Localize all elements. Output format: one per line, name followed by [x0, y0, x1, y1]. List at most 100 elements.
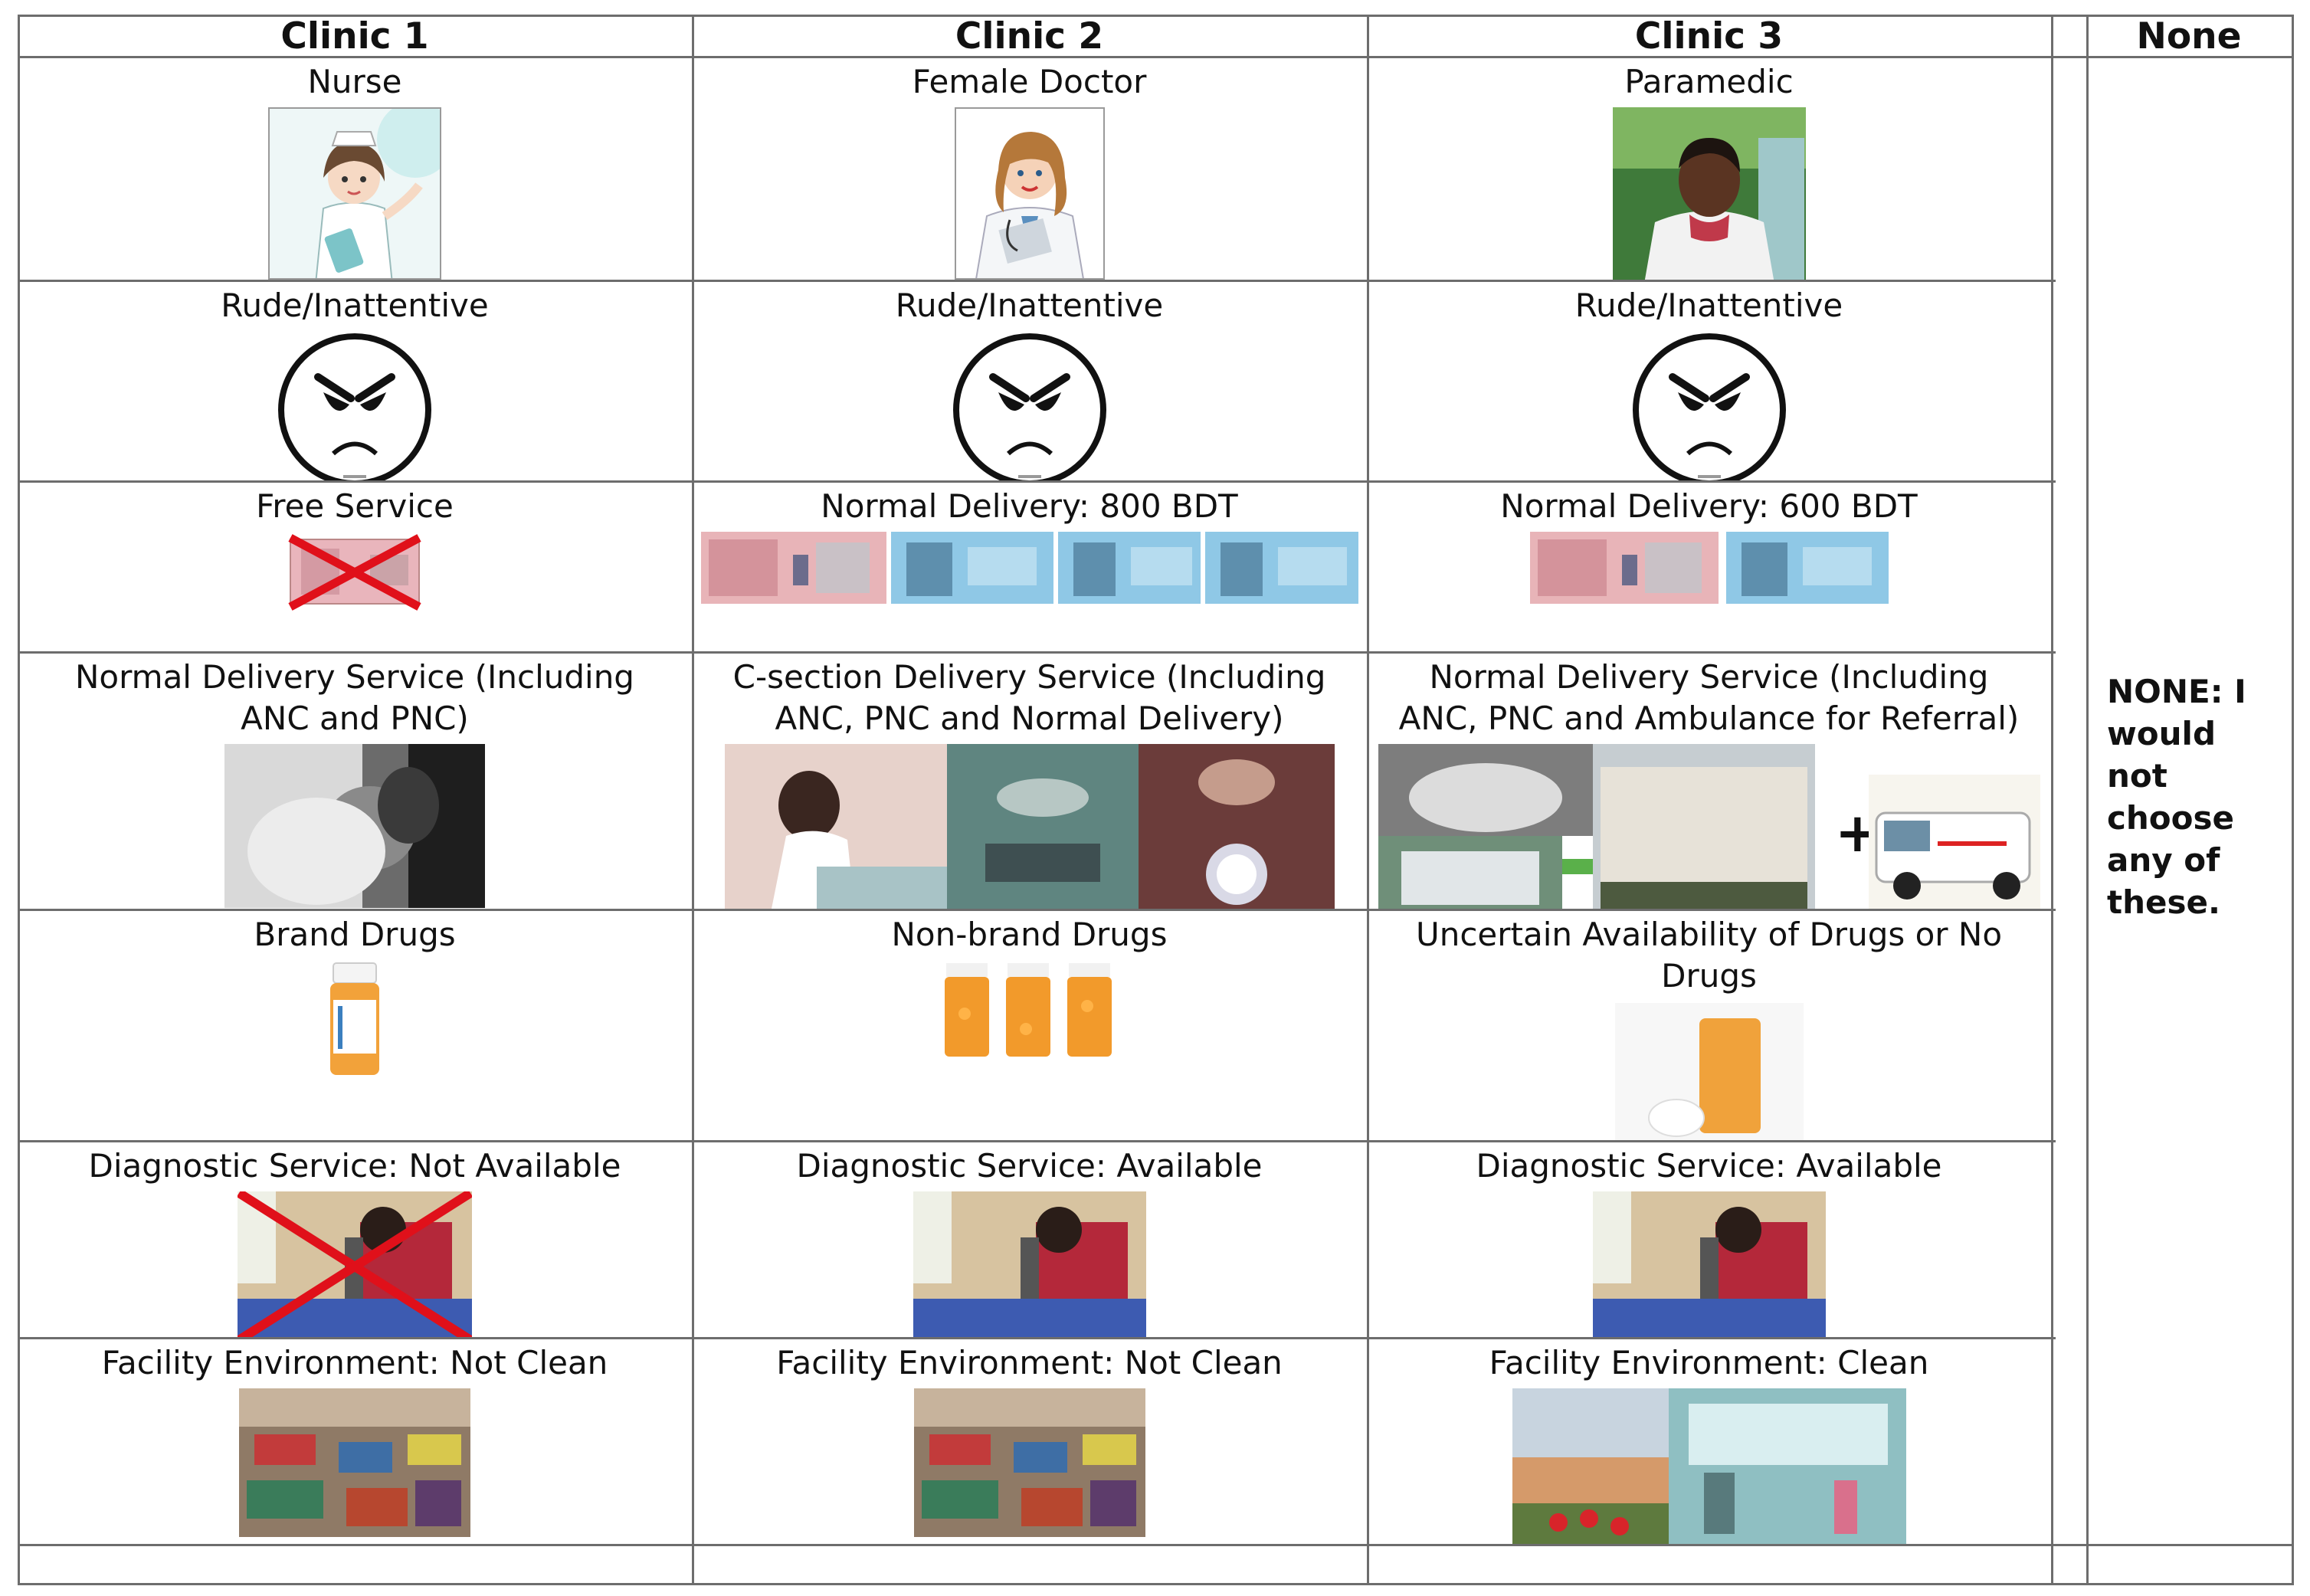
cell-attitude-clinic-2: Rude/Inattentive: [692, 282, 1367, 480]
none-text-line: NONE: I: [2107, 673, 2246, 710]
crossed-banknote-icon: [286, 532, 424, 611]
banknotes: [1529, 532, 1889, 604]
crowded-ward-photo: [913, 1388, 1145, 1537]
row-divider: [18, 480, 2056, 483]
cell-provider-clinic-1: Nurse: [18, 58, 692, 280]
service-label-line-1: Normal Delivery Service (Including: [1429, 658, 1989, 696]
environment-label: Facility Environment: Clean: [1489, 1344, 1929, 1381]
attitude-label: Rude/Inattentive: [1574, 287, 1843, 324]
referral-ambulance-photos: +: [1378, 744, 2040, 909]
service-label-line-1: Normal Delivery Service (Including: [75, 658, 634, 696]
diagnostic-label: Diagnostic Service: Not Available: [88, 1147, 621, 1185]
none-text-line: would: [2107, 715, 2217, 752]
lab-photo: [1592, 1191, 1826, 1337]
female-doctor-image: [954, 107, 1105, 280]
cost-label: Free Service: [256, 487, 454, 525]
cell-service-clinic-1: Normal Delivery Service (Including ANC a…: [18, 654, 692, 909]
mother-baby-photo: [224, 744, 485, 908]
paramedic-image: [1612, 107, 1806, 280]
cell-cost-clinic-2: Normal Delivery: 800 BDT: [692, 483, 1367, 651]
row-divider: [18, 1337, 2056, 1339]
cell-environment-clinic-3: Facility Environment: Clean: [1367, 1339, 2051, 1544]
drugs-label: Non-brand Drugs: [891, 916, 1168, 953]
provider-label: Paramedic: [1624, 63, 1794, 100]
empty-pill-bottle-icon: [1614, 1003, 1804, 1140]
banknote-500-icon: [1725, 532, 1889, 604]
cell-diagnostic-clinic-3: Diagnostic Service: Available: [1367, 1142, 2051, 1337]
table-border-bottom: [18, 1583, 2294, 1585]
angry-face-icon: [951, 331, 1109, 480]
service-label-line-2: ANC and PNC): [241, 700, 469, 737]
diagnostic-label: Diagnostic Service: Available: [796, 1147, 1263, 1185]
banknote-500-icon: [1057, 532, 1201, 604]
none-text-line: these.: [2107, 883, 2220, 921]
none-text-line: choose: [2107, 799, 2234, 837]
header-none: None: [2136, 15, 2242, 57]
cell-provider-clinic-3: Paramedic: [1367, 58, 2051, 280]
cell-service-clinic-3: Normal Delivery Service (Including ANC, …: [1367, 654, 2051, 909]
cell-service-clinic-2: C-section Delivery Service (Including AN…: [692, 654, 1367, 909]
none-text-line: not: [2107, 757, 2167, 795]
banknote-100-icon: [1529, 532, 1719, 604]
lab-photo: [913, 1191, 1146, 1337]
table-border-left: [18, 15, 20, 1585]
col-divider: [2086, 15, 2089, 1585]
service-label-line-2: ANC, PNC and Ambulance for Referral): [1398, 700, 2020, 737]
nurse-image: [268, 107, 441, 280]
col-divider: [692, 15, 694, 1585]
cell-drugs-clinic-2: Non-brand Drugs: [692, 911, 1367, 1140]
header-divider: [18, 56, 2294, 58]
banknotes: [700, 532, 1358, 604]
header-clinic-1: Clinic 1: [280, 15, 429, 57]
drugs-label-line-1: Uncertain Availability of Drugs or No: [1415, 916, 2003, 953]
cell-attitude-clinic-1: Rude/Inattentive: [18, 282, 692, 480]
cell-drugs-clinic-1: Brand Drugs: [18, 911, 692, 1140]
cell-cost-clinic-3: Normal Delivery: 600 BDT: [1367, 483, 2051, 651]
row-divider: [18, 1544, 2294, 1546]
drugs-label-line-2: Drugs: [1661, 957, 1757, 995]
pill-bottles-icon: [934, 960, 1126, 1064]
row-divider: [18, 909, 2056, 911]
clean-facility-photo: [1512, 1388, 1906, 1544]
environment-label: Facility Environment: Not Clean: [101, 1344, 608, 1381]
pill-bottle-icon: [316, 960, 393, 1083]
table-border-right: [2292, 15, 2294, 1585]
banknote-100-icon: [700, 532, 886, 604]
service-label-line-1: C-section Delivery Service (Including: [732, 658, 1326, 696]
environment-label: Facility Environment: Not Clean: [776, 1344, 1283, 1381]
angry-face-icon: [1630, 331, 1788, 480]
row-divider: [18, 1140, 2056, 1142]
cell-provider-clinic-2: Female Doctor: [692, 58, 1367, 280]
service-label-line-2: ANC, PNC and Normal Delivery): [775, 700, 1284, 737]
drugs-label: Brand Drugs: [254, 916, 456, 953]
angry-face-icon: [276, 331, 434, 480]
cell-attitude-clinic-3: Rude/Inattentive: [1367, 282, 2051, 480]
provider-label: Female Doctor: [912, 63, 1147, 100]
cell-drugs-clinic-3: Uncertain Availability of Drugs or No Dr…: [1367, 911, 2051, 1140]
banknote-500-icon: [1204, 532, 1358, 604]
col-divider: [1367, 15, 1369, 1585]
none-option-text: NONE: I would not choose any of these.: [2107, 670, 2291, 923]
header-clinic-2: Clinic 2: [955, 15, 1104, 57]
diagnostic-label: Diagnostic Service: Available: [1476, 1147, 1942, 1185]
provider-label: Nurse: [307, 63, 402, 100]
cell-cost-clinic-1: Free Service: [18, 483, 692, 651]
cost-label: Normal Delivery: 600 BDT: [1500, 487, 1918, 525]
banknote-500-icon: [890, 532, 1053, 604]
cell-environment-clinic-2: Facility Environment: Not Clean: [692, 1339, 1367, 1544]
cost-label: Normal Delivery: 800 BDT: [821, 487, 1238, 525]
row-divider: [18, 280, 2056, 282]
cell-environment-clinic-1: Facility Environment: Not Clean: [18, 1339, 692, 1544]
col-divider: [2051, 15, 2053, 1585]
crowded-ward-photo: [239, 1388, 470, 1537]
c-section-photos: [724, 744, 1335, 909]
none-text-line: any of: [2107, 841, 2220, 879]
attitude-label: Rude/Inattentive: [895, 287, 1164, 324]
header-clinic-3: Clinic 3: [1634, 15, 1784, 57]
attitude-label: Rude/Inattentive: [221, 287, 489, 324]
cell-diagnostic-clinic-2: Diagnostic Service: Available: [692, 1142, 1367, 1337]
choice-table: Clinic 1 Clinic 2 Clinic 3 None Nurse Fe…: [18, 15, 2294, 1585]
table-border-top: [18, 15, 2294, 17]
crossed-lab-photo: [238, 1191, 472, 1337]
row-divider: [18, 651, 2056, 654]
